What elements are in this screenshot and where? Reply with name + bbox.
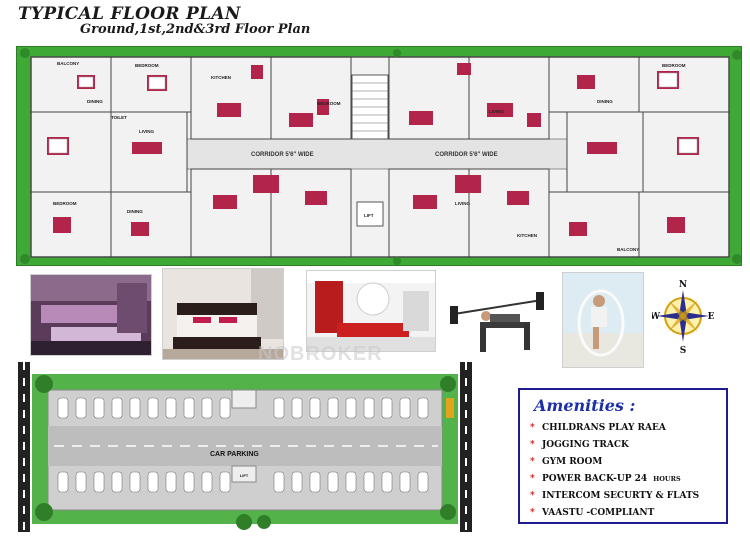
amenity-suffix: HOURS (653, 474, 681, 483)
amenity-item: * JOGGING TRACK (530, 436, 716, 453)
parked-car-icon (93, 471, 105, 493)
amenity-text: GYM ROOM (542, 456, 603, 467)
floor-plan: BALCONY BEDROOM KITCHEN DINING LIVING TO… (16, 46, 742, 266)
compass-west: W (652, 312, 661, 322)
parked-car-icon (381, 471, 393, 493)
floor-plan-drawing: BALCONY BEDROOM KITCHEN DINING LIVING TO… (20, 48, 741, 265)
gym-photo (444, 278, 552, 358)
car-parking-plan: LIFT (14, 362, 476, 532)
parked-car-icon (273, 397, 285, 419)
parked-car-icon (309, 471, 321, 493)
parked-car-icon (201, 397, 213, 419)
room-label: KITCHEN (211, 75, 231, 80)
amenities-title: Amenities : (534, 396, 636, 415)
parked-car-icon (111, 397, 123, 419)
amenity-item: * VAASTU -COMPLIANT (530, 504, 716, 521)
parked-car-icon (129, 471, 141, 493)
parked-car-icon (129, 397, 141, 419)
parked-car-icon (57, 397, 69, 419)
room-label: LIFT (364, 213, 374, 218)
room-label: KITCHEN (517, 233, 537, 238)
page-subtitle: Ground,1st,2nd&3rd Floor Plan (80, 22, 311, 37)
parked-car-icon (165, 397, 177, 419)
parked-car-icon (111, 471, 123, 493)
parked-car-icon (417, 471, 429, 493)
amenity-text: POWER BACK-UP 24 (542, 473, 648, 484)
parked-car-icon (273, 471, 285, 493)
amenities-box: Amenities : * CHILDRANS PLAY RAEA * JOGG… (518, 388, 728, 524)
room-label: DINING (127, 209, 143, 214)
parked-car-icon (183, 397, 195, 419)
bullet-icon: * (530, 507, 535, 518)
parked-car-icon (219, 397, 231, 419)
amenity-text: CHILDRANS PLAY RAEA (542, 422, 666, 433)
room-label: BALCONY (617, 247, 639, 252)
parked-car-icon (345, 471, 357, 493)
compass-east: E (708, 312, 714, 322)
parked-car-icon (399, 471, 411, 493)
amenity-item: * GYM ROOM (530, 453, 716, 470)
parked-car-icon (291, 471, 303, 493)
parked-car-icon (183, 471, 195, 493)
amenity-text: JOGGING TRACK (542, 439, 629, 450)
parked-car-icon (291, 397, 303, 419)
bullet-icon: * (530, 439, 535, 450)
bullet-icon: * (530, 422, 535, 433)
amenity-text: VAASTU -COMPLIANT (542, 507, 655, 518)
corridor-label-left: CORRIDOR 5'6" WIDE (251, 152, 314, 158)
kitchen-photo (30, 274, 152, 356)
room-label: DINING (87, 99, 103, 104)
compass-south: S (680, 346, 687, 354)
amenity-item: * CHILDRANS PLAY RAEA (530, 419, 716, 436)
parked-car-icon (219, 471, 231, 493)
parked-car-icon (75, 471, 87, 493)
page-title: TYPICAL FLOOR PLAN (18, 4, 241, 24)
parking-lift-label: LIFT (240, 473, 249, 478)
corridor-label-right: CORRIDOR 5'6" WIDE (435, 152, 498, 158)
room-label: BEDROOM (135, 63, 159, 68)
room-label: BALCONY (57, 61, 79, 66)
parked-car-icon (57, 471, 69, 493)
parked-car-icon (399, 397, 411, 419)
room-label: LIVING (455, 201, 471, 206)
amenity-item: * INTERCOM SECURTY & FLATS (530, 487, 716, 504)
room-label: TOILET (111, 115, 127, 120)
bullet-icon: * (530, 473, 535, 484)
watermark: NOBROKER (258, 343, 383, 365)
parked-car-icon (363, 471, 375, 493)
amenity-item: * POWER BACK-UP 24 HOURS (530, 470, 716, 487)
compass-rose-icon: N S E W (652, 278, 714, 354)
parked-car-icon (345, 397, 357, 419)
room-label: BEDROOM (53, 201, 77, 206)
car-parking-label: CAR PARKING (210, 451, 259, 458)
parked-car-icon (147, 471, 159, 493)
room-label: LIVING (139, 129, 155, 134)
parked-car-icon (381, 397, 393, 419)
bullet-icon: * (530, 456, 535, 467)
parked-car-icon (309, 397, 321, 419)
bullet-icon: * (530, 490, 535, 501)
parked-car-icon (327, 471, 339, 493)
room-label: DINING (597, 99, 613, 104)
parked-car-icon (363, 397, 375, 419)
room-label: BEDROOM (662, 63, 686, 68)
bedroom-photo (162, 268, 284, 360)
compass-north: N (679, 280, 687, 290)
parked-car-icon (417, 397, 429, 419)
parked-car-icon (201, 471, 213, 493)
room-label: LIVING (489, 109, 505, 114)
parked-car-icon (327, 397, 339, 419)
room-label: BEDROOM (317, 101, 341, 106)
play-area-photo (562, 272, 644, 368)
amenity-text: INTERCOM SECURTY & FLATS (542, 490, 700, 501)
parked-car-icon (93, 397, 105, 419)
parked-car-icon (147, 397, 159, 419)
parked-car-icon (75, 397, 87, 419)
parked-car-icon (165, 471, 177, 493)
living-room-photo (306, 270, 436, 352)
